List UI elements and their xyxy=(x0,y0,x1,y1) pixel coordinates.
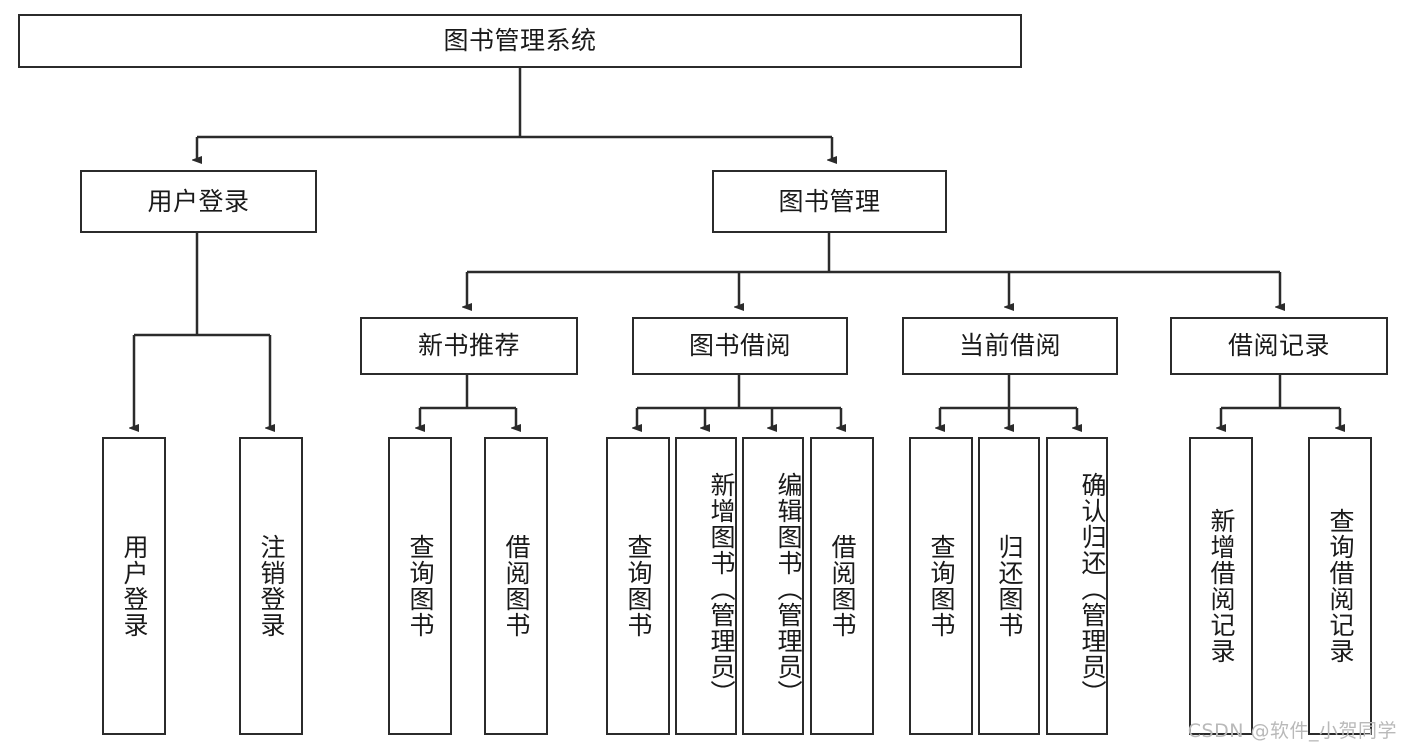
node-book-borrow-label: 图书借阅 xyxy=(688,331,791,361)
watermark: CSDN @软件_小贺同学 xyxy=(1187,720,1397,742)
leaf-user-login[interactable]: 用户登录 xyxy=(102,437,166,735)
leaf-query-book-3[interactable]: 查询图书 xyxy=(909,437,973,735)
node-root[interactable]: 图书管理系统 xyxy=(18,14,1022,68)
node-root-label: 图书管理系统 xyxy=(443,26,597,56)
node-current-borrow-label: 当前借阅 xyxy=(958,331,1061,361)
leaf-confirm-return[interactable]: 确认归还（管理员） xyxy=(1046,437,1108,735)
node-user-login-label: 用户登录 xyxy=(147,186,250,216)
node-book-borrow[interactable]: 图书借阅 xyxy=(632,317,848,375)
leaf-add-record-label: 新增借阅记录 xyxy=(1207,508,1236,664)
leaf-query-book-1-label: 查询图书 xyxy=(406,534,435,638)
leaf-edit-book[interactable]: 编辑图书（管理员） xyxy=(742,437,804,735)
leaf-borrow-book-1[interactable]: 借阅图书 xyxy=(484,437,548,735)
leaf-confirm-return-label: 确认归还（管理员） xyxy=(1078,472,1107,706)
leaf-return-book-label: 归还图书 xyxy=(995,534,1024,638)
leaf-edit-book-label: 编辑图书（管理员） xyxy=(774,472,803,706)
leaf-logout-login[interactable]: 注销登录 xyxy=(239,437,303,735)
leaf-add-book[interactable]: 新增图书（管理员） xyxy=(675,437,737,735)
leaf-user-login-label: 用户登录 xyxy=(120,534,149,638)
leaf-borrow-book-2[interactable]: 借阅图书 xyxy=(810,437,874,735)
leaf-logout-login-label: 注销登录 xyxy=(257,534,286,638)
node-current-borrow[interactable]: 当前借阅 xyxy=(902,317,1118,375)
leaf-query-book-2[interactable]: 查询图书 xyxy=(606,437,670,735)
node-new-book-recommend-label: 新书推荐 xyxy=(417,331,520,361)
leaf-add-book-label: 新增图书（管理员） xyxy=(707,472,736,706)
leaf-add-record[interactable]: 新增借阅记录 xyxy=(1189,437,1253,735)
leaf-query-book-2-label: 查询图书 xyxy=(624,534,653,638)
leaf-query-record-label: 查询借阅记录 xyxy=(1326,508,1355,664)
node-borrow-record[interactable]: 借阅记录 xyxy=(1170,317,1388,375)
leaf-borrow-book-2-label: 借阅图书 xyxy=(828,534,857,638)
leaf-query-book-3-label: 查询图书 xyxy=(927,534,956,638)
node-book-management[interactable]: 图书管理 xyxy=(712,170,947,233)
node-new-book-recommend[interactable]: 新书推荐 xyxy=(360,317,578,375)
leaf-query-book-1[interactable]: 查询图书 xyxy=(388,437,452,735)
leaf-query-record[interactable]: 查询借阅记录 xyxy=(1308,437,1372,735)
node-borrow-record-label: 借阅记录 xyxy=(1227,331,1330,361)
node-book-management-label: 图书管理 xyxy=(778,186,881,216)
node-user-login[interactable]: 用户登录 xyxy=(80,170,317,233)
leaf-borrow-book-1-label: 借阅图书 xyxy=(502,534,531,638)
leaf-return-book[interactable]: 归还图书 xyxy=(978,437,1040,735)
